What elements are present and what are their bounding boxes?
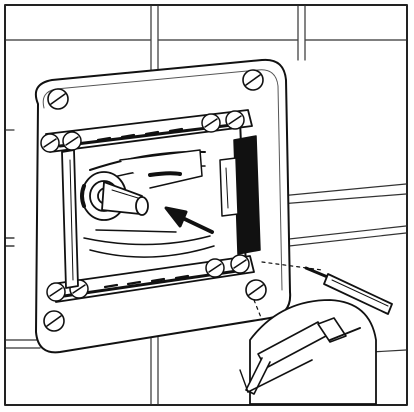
screw	[242, 69, 264, 91]
screw	[47, 88, 69, 110]
plate-screws	[43, 69, 267, 332]
actuator-rod	[80, 171, 149, 221]
screw	[43, 310, 65, 332]
tile-edge-details	[5, 237, 15, 247]
plate-edge-highlight	[42, 69, 283, 291]
screw	[62, 131, 82, 151]
screw	[46, 282, 66, 302]
direction-arrow	[164, 206, 214, 234]
screw	[201, 113, 221, 133]
hacksaw-detail	[239, 299, 377, 405]
guide-line	[253, 261, 323, 321]
screwdriver	[304, 266, 393, 315]
screw	[205, 258, 225, 278]
side-bracket	[233, 135, 261, 255]
screw	[230, 254, 250, 274]
screw	[245, 279, 267, 301]
screw	[40, 133, 60, 153]
screw	[225, 110, 245, 130]
mounting-frame	[40, 109, 261, 303]
